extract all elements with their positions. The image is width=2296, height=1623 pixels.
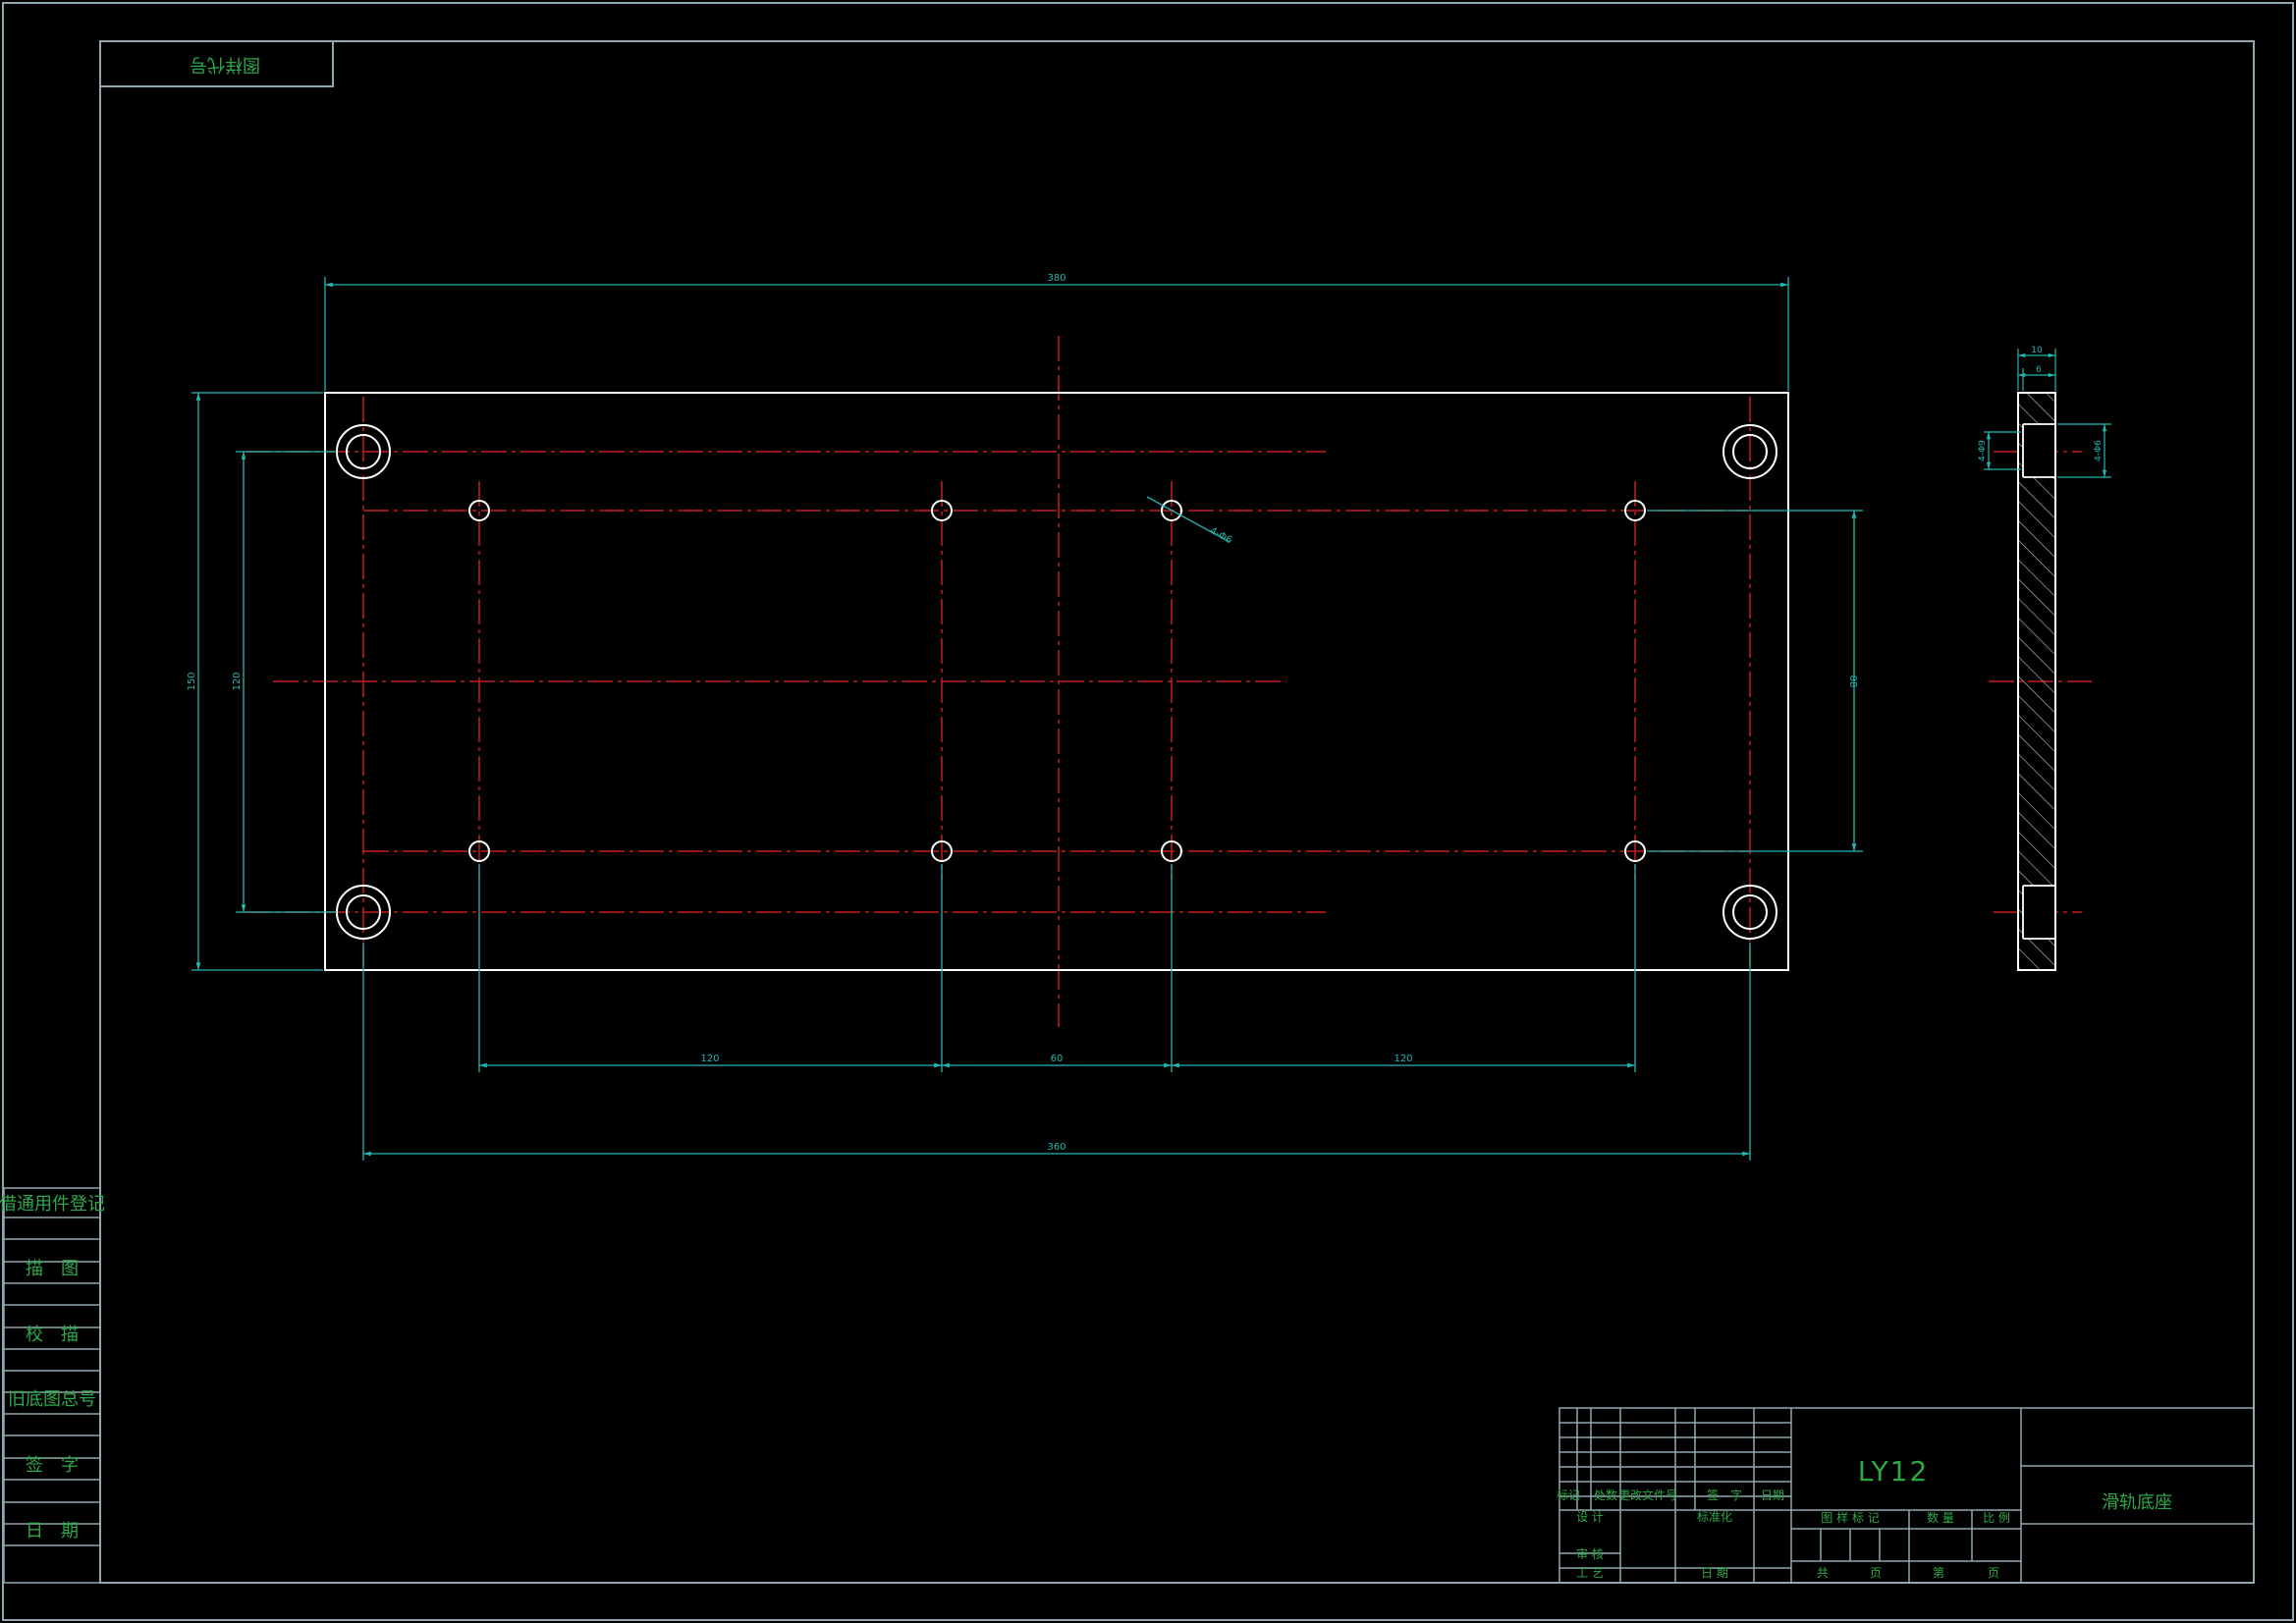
dim-side-thickness: 10 — [2031, 346, 2043, 355]
rev-header-count: 处数 — [1594, 1488, 1617, 1502]
dim-side-counterbore-dia: 4-Φ9 — [1978, 440, 1988, 461]
dim-overall-width: 150 — [187, 672, 197, 690]
label-weight: 数 量 — [1927, 1510, 1954, 1525]
dim-hole-spacing-length: 360 — [1047, 1142, 1066, 1153]
label-total: 共 — [1817, 1566, 1829, 1580]
plate-outline — [324, 392, 1789, 971]
dim-overall-length: 380 — [1047, 273, 1066, 284]
title-block — [1558, 1407, 2255, 1584]
dim-small-hole-spacing: 88 — [1847, 676, 1858, 688]
side-label-old-number: 旧底图总号 — [8, 1389, 96, 1410]
label-nth: 第 — [1933, 1566, 1944, 1580]
rev-header-date: 日期 — [1761, 1488, 1784, 1502]
small-hole — [1161, 840, 1182, 862]
material-label: LY12 — [1858, 1455, 1930, 1488]
mirrored-drawing-code: 图样代号 — [190, 54, 260, 75]
center-lines — [246, 336, 2092, 1027]
label-review: 审 核 — [1576, 1546, 1604, 1561]
side-view: 10 6 4-Φ9 4-Φ6 — [1978, 346, 2111, 971]
rev-header-doc: 更改文件号 — [1618, 1488, 1677, 1502]
title-block-labels: 标记 处数 更改文件号 签 字 日期 设 计 标准化 审 核 工 艺 日 期 图… — [1557, 1488, 2010, 1580]
rev-header-mark: 标记 — [1557, 1488, 1580, 1502]
label-standardize: 标准化 — [1697, 1510, 1732, 1524]
dim-hole-spacing-width: 120 — [232, 672, 243, 690]
small-hole — [931, 840, 953, 862]
part-name: 滑轨底座 — [2102, 1492, 2172, 1513]
side-label-borrow: 借通用件登记 — [0, 1194, 105, 1215]
label-sheet-unit-2: 页 — [1988, 1566, 1999, 1580]
dimension-lines — [191, 277, 1863, 1161]
counterbore-hole-bottom-right — [1722, 885, 1777, 940]
rev-header-sign: 签 字 — [1707, 1488, 1742, 1502]
label-design: 设 计 — [1576, 1510, 1604, 1524]
dim-side-hole-dia: 4-Φ6 — [2094, 440, 2104, 461]
dim-spacing-left: 120 — [700, 1054, 719, 1064]
small-hole — [931, 500, 953, 521]
counterbore-hole-top-right — [1722, 424, 1777, 479]
label-sheet-unit: 页 — [1870, 1566, 1882, 1580]
dim-spacing-middle: 60 — [1051, 1054, 1064, 1064]
dim-spacing-right: 120 — [1394, 1054, 1412, 1064]
side-label-check: 校 描 — [26, 1325, 79, 1345]
label-date: 日 期 — [1701, 1566, 1728, 1580]
side-label-date: 日 期 — [26, 1521, 79, 1542]
side-label-trace: 描 图 — [26, 1259, 79, 1279]
side-register-column — [3, 1187, 101, 1584]
small-hole — [468, 500, 490, 521]
label-drawing-mark: 图 样 标 记 — [1821, 1510, 1879, 1525]
small-hole — [1161, 500, 1182, 521]
label-process: 工 艺 — [1576, 1566, 1604, 1580]
small-hole — [468, 840, 490, 862]
side-label-sign: 签 字 — [26, 1455, 79, 1476]
side-register-labels: 借通用件登记 描 图 校 描 旧底图总号 签 字 日 期 — [0, 1194, 105, 1542]
dim-side-counterbore-depth: 6 — [2036, 365, 2042, 375]
label-scale: 比 例 — [1983, 1511, 2010, 1525]
small-holes — [468, 500, 1646, 862]
small-hole — [1624, 840, 1646, 862]
small-hole — [1624, 500, 1646, 521]
